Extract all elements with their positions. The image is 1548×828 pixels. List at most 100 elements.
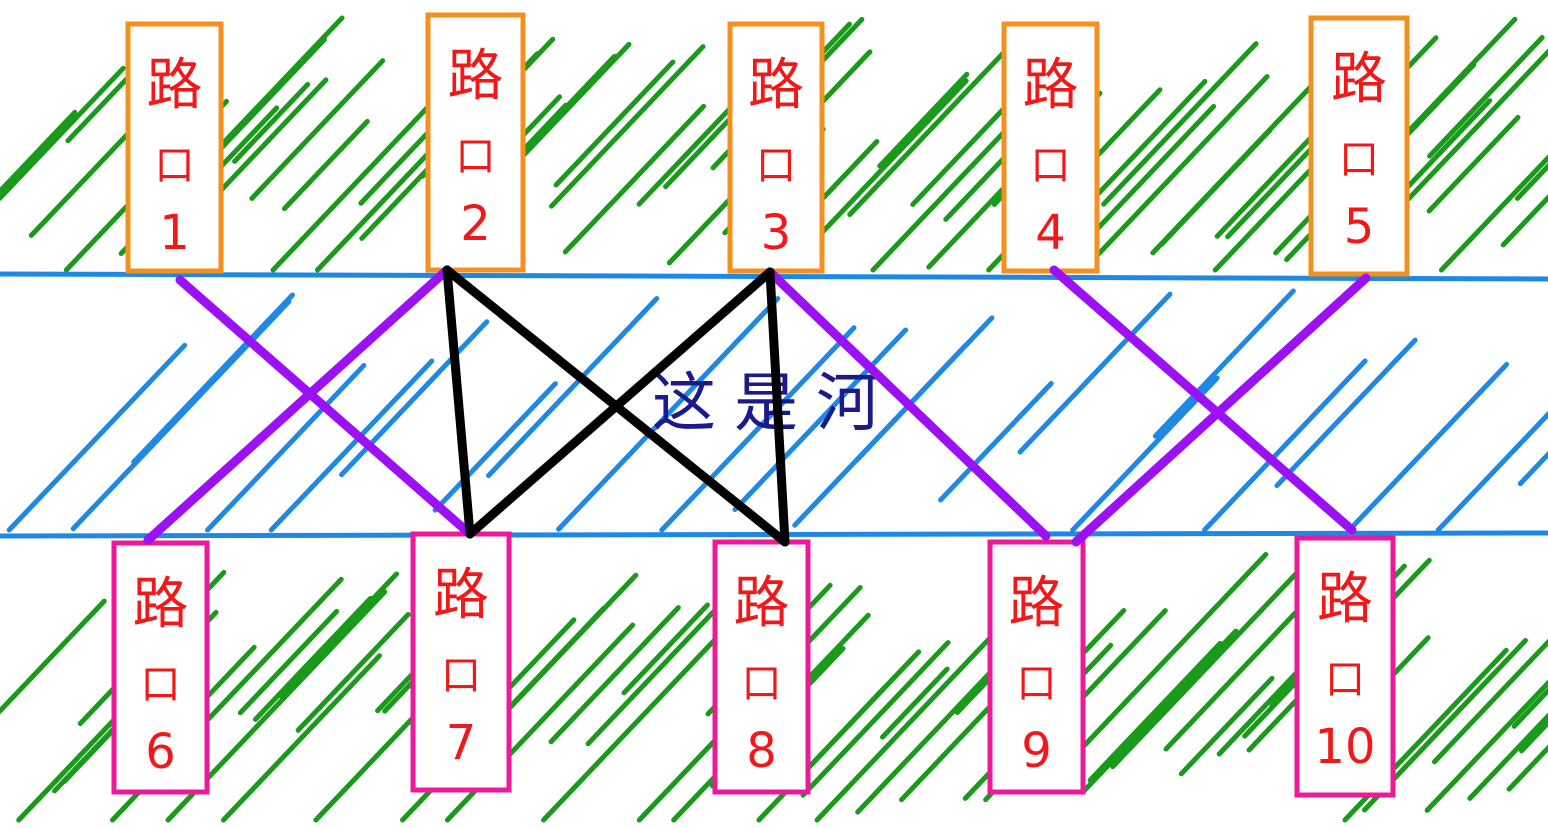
hatch-stroke — [938, 380, 1054, 503]
hatch-stroke — [1101, 41, 1259, 207]
hatch-stroke — [295, 611, 411, 733]
junction-10: 路口 10 — [1294, 535, 1396, 798]
junction-box — [425, 12, 526, 273]
junction-word-label: 路 — [1317, 567, 1373, 632]
hatch-stroke — [131, 292, 295, 465]
hatch-stroke — [232, 81, 311, 164]
hatch-stroke — [1159, 127, 1273, 247]
hatch-stroke — [562, 103, 707, 255]
hatch-stroke — [1511, 687, 1548, 729]
hatch-stroke — [1110, 556, 1313, 770]
junction-box — [712, 539, 811, 795]
bridge-2-7 — [442, 265, 475, 539]
bridge-4-10 — [1049, 265, 1357, 535]
purple-bridges — [143, 265, 1371, 547]
junction-word-label: 路 — [433, 563, 489, 628]
hatch-stroke — [237, 608, 340, 716]
hatch-stroke — [1514, 162, 1548, 201]
junction-word2-label: 口 — [1325, 657, 1365, 703]
bridge-1-7 — [175, 275, 475, 539]
hatch-stroke — [432, 381, 558, 513]
junction-8: 路口 8 — [712, 539, 811, 795]
hatch-stroke — [0, 109, 78, 195]
junction-word-label: 路 — [147, 53, 203, 118]
hatch-stroke — [1087, 640, 1223, 783]
junction-word-label: 路 — [734, 571, 790, 636]
hatch-stroke — [548, 605, 681, 745]
hatch-stroke — [553, 59, 676, 188]
hatch-stroke — [1506, 744, 1548, 792]
hatch-stroke — [732, 327, 909, 513]
hatch-stroke — [1426, 114, 1521, 214]
junction-word2-label: 口 — [1339, 137, 1379, 183]
junction-box — [1001, 21, 1100, 274]
junction-4: 路口 4 — [1001, 21, 1100, 274]
junction-num-label: 5 — [1344, 199, 1375, 255]
junction-num-label: 10 — [1314, 719, 1375, 775]
junction-word2-label: 口 — [1017, 661, 1057, 707]
river-hatching — [6, 288, 1548, 533]
hatch-stroke — [1435, 410, 1548, 533]
hatch-stroke — [1517, 450, 1548, 487]
bridge-5-9 — [1071, 273, 1371, 547]
junction-box — [1294, 535, 1396, 798]
hatch-stroke — [877, 71, 970, 169]
hatch-stroke — [205, 362, 367, 533]
hatch-stroke — [1424, 679, 1548, 813]
hatch-stroke — [879, 666, 950, 740]
hatch-stroke — [268, 358, 435, 533]
hatch-stroke — [0, 598, 107, 715]
hatch-stroke — [220, 653, 383, 823]
hatch-stroke — [1467, 712, 1548, 801]
hatch-stroke — [249, 58, 386, 201]
hatch-stroke — [855, 315, 995, 462]
hatch-stroke — [1088, 74, 1270, 265]
hatch-stroke — [1178, 675, 1275, 777]
junction-6: 路口6 — [111, 540, 210, 795]
hatch-stroke — [486, 572, 639, 733]
junction-word-label: 路 — [133, 572, 189, 637]
junction-word-label: 路 — [448, 44, 504, 109]
junction-word2-label: 口 — [155, 143, 195, 189]
junction-9: 路口9 — [987, 539, 1086, 795]
junction-word2-label: 口 — [1031, 143, 1071, 189]
bridge-3-7 — [465, 267, 775, 539]
bridge-2-6 — [143, 265, 452, 545]
junction-num-label: 7 — [446, 715, 477, 771]
junction-num-label: 9 — [1021, 723, 1052, 779]
junction-word-label: 路 — [1331, 47, 1387, 112]
junction-word2-label: 口 — [456, 134, 496, 180]
black-bridges — [442, 265, 790, 547]
junction-word-label: 路 — [1023, 53, 1079, 118]
junction-word-label: 路 — [748, 53, 804, 118]
junction-word2-label: 口 — [742, 661, 782, 707]
hatch-stroke — [1090, 78, 1208, 202]
junction-num-label: 8 — [746, 723, 777, 779]
hatch-stroke — [1346, 361, 1510, 533]
hatch-stroke — [270, 105, 430, 273]
bridge-3-9 — [765, 267, 1051, 541]
hatch-stroke — [1080, 628, 1239, 795]
hatch-stroke — [65, 70, 135, 144]
hatch-stroke — [1274, 337, 1418, 489]
hatch-stroke — [1500, 194, 1548, 248]
junction-num-label: 4 — [1035, 205, 1066, 261]
junction-word2-label: 口 — [441, 653, 481, 699]
hatch-stroke — [6, 342, 188, 533]
junction-box — [410, 531, 512, 793]
hatch-stroke — [621, 602, 710, 696]
junction-num-label: 3 — [761, 205, 792, 261]
hatch-stroke — [0, 65, 126, 201]
hatch-stroke — [556, 296, 781, 532]
junction-word2-label: 口 — [141, 662, 181, 708]
hatch-stroke — [1017, 291, 1173, 455]
junction-7: 路口 7 — [410, 531, 512, 793]
hatch-stroke — [1056, 551, 1269, 775]
hatch-stroke — [1152, 288, 1296, 439]
junction-num-label: 1 — [159, 205, 190, 261]
junction-word2-label: 口 — [756, 143, 796, 189]
junction-box — [987, 539, 1086, 795]
